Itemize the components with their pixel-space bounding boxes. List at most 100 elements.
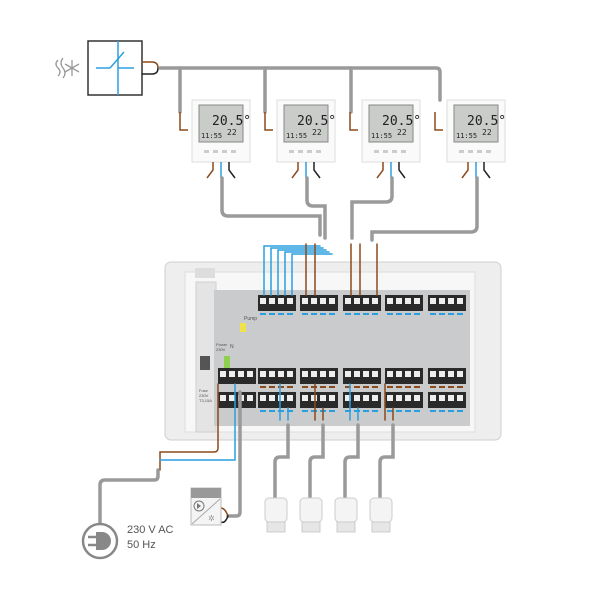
terminal-screw[interactable] bbox=[405, 298, 411, 304]
terminal-screw[interactable] bbox=[345, 395, 351, 401]
terminal-screw[interactable] bbox=[396, 395, 402, 401]
terminal-screw[interactable] bbox=[320, 371, 326, 377]
terminal-screw[interactable] bbox=[311, 371, 317, 377]
terminal-screw[interactable] bbox=[439, 298, 445, 304]
terminal-screw[interactable] bbox=[372, 298, 378, 304]
terminal-screw[interactable] bbox=[405, 371, 411, 377]
thermostat-setpoint: 22 bbox=[227, 128, 237, 137]
thermostat-button[interactable] bbox=[316, 150, 321, 153]
thermostat-button[interactable] bbox=[468, 150, 473, 153]
terminal-screw[interactable] bbox=[329, 395, 335, 401]
terminal-screw[interactable] bbox=[430, 298, 436, 304]
terminal-screw[interactable] bbox=[439, 395, 445, 401]
thermal-actuator bbox=[299, 497, 323, 533]
terminal-screw[interactable] bbox=[396, 371, 402, 377]
terminal-screw[interactable] bbox=[302, 395, 308, 401]
heat-cool-icon bbox=[55, 57, 80, 79]
terminal-screw[interactable] bbox=[430, 371, 436, 377]
terminal-screw[interactable] bbox=[287, 298, 293, 304]
terminal-screw[interactable] bbox=[269, 371, 275, 377]
terminal-screw[interactable] bbox=[311, 395, 317, 401]
terminal-screw[interactable] bbox=[345, 298, 351, 304]
terminal-screw[interactable] bbox=[278, 298, 284, 304]
terminal-screw[interactable] bbox=[278, 371, 284, 377]
terminal-screw[interactable] bbox=[448, 395, 454, 401]
terminal-screw[interactable] bbox=[238, 371, 244, 377]
thermostat-button[interactable] bbox=[222, 150, 227, 153]
wire bbox=[384, 383, 394, 421]
sensor-wire bbox=[277, 249, 327, 296]
terminal-screw[interactable] bbox=[354, 371, 360, 377]
thermostat-button[interactable] bbox=[204, 150, 209, 153]
terminal-screw[interactable] bbox=[457, 371, 463, 377]
terminal-screw[interactable] bbox=[329, 371, 335, 377]
terminal-screw[interactable] bbox=[269, 298, 275, 304]
terminal-screw[interactable] bbox=[320, 298, 326, 304]
terminal-screw[interactable] bbox=[354, 395, 360, 401]
terminal-screw[interactable] bbox=[448, 298, 454, 304]
thermostat-button[interactable] bbox=[374, 150, 379, 153]
fuse-label-text: Fuse bbox=[199, 388, 208, 393]
thermostat-button[interactable] bbox=[486, 150, 491, 153]
terminal-screw[interactable] bbox=[414, 371, 420, 377]
terminal-screw[interactable] bbox=[229, 395, 235, 401]
terminal-screw[interactable] bbox=[396, 298, 402, 304]
pump-module: ✲ bbox=[190, 487, 222, 526]
fuse-holder[interactable] bbox=[200, 356, 210, 370]
terminal-screw[interactable] bbox=[220, 395, 226, 401]
terminal-screw[interactable] bbox=[414, 298, 420, 304]
terminal-screw[interactable] bbox=[229, 371, 235, 377]
terminal-screw[interactable] bbox=[287, 371, 293, 377]
terminal-screw[interactable] bbox=[354, 298, 360, 304]
thermostat-button[interactable] bbox=[401, 150, 406, 153]
terminal-screw[interactable] bbox=[320, 395, 326, 401]
thermostat-button[interactable] bbox=[383, 150, 388, 153]
terminal-screw[interactable] bbox=[220, 371, 226, 377]
terminal-screw[interactable] bbox=[387, 298, 393, 304]
terminal-screw[interactable] bbox=[372, 371, 378, 377]
thermostat-button[interactable] bbox=[477, 150, 482, 153]
terminal-screw[interactable] bbox=[387, 395, 393, 401]
terminal-screw[interactable] bbox=[457, 298, 463, 304]
terminal-screw[interactable] bbox=[363, 298, 369, 304]
terminal-screw[interactable] bbox=[269, 395, 275, 401]
terminal-screw[interactable] bbox=[363, 395, 369, 401]
terminal-screw[interactable] bbox=[260, 395, 266, 401]
terminal-screw[interactable] bbox=[247, 371, 253, 377]
terminal-screw[interactable] bbox=[345, 371, 351, 377]
thermostat-time: 11:55 bbox=[201, 132, 222, 140]
terminal-screw[interactable] bbox=[260, 371, 266, 377]
terminal-screw[interactable] bbox=[439, 371, 445, 377]
terminal-screw[interactable] bbox=[329, 298, 335, 304]
terminal-screw[interactable] bbox=[405, 395, 411, 401]
terminal-screw[interactable] bbox=[278, 395, 284, 401]
terminal-screw[interactable] bbox=[260, 298, 266, 304]
terminal-screw[interactable] bbox=[302, 298, 308, 304]
thermostat-button[interactable] bbox=[392, 150, 397, 153]
terminal-screw[interactable] bbox=[414, 395, 420, 401]
thermostat-button[interactable] bbox=[459, 150, 464, 153]
terminal-screw[interactable] bbox=[247, 395, 253, 401]
thermostat-button[interactable] bbox=[298, 150, 303, 153]
terminal-screw[interactable] bbox=[387, 371, 393, 377]
thermostat-button[interactable] bbox=[307, 150, 312, 153]
terminal-screw[interactable] bbox=[302, 371, 308, 377]
terminal-screw[interactable] bbox=[372, 395, 378, 401]
actuator-cable bbox=[378, 423, 395, 500]
terminal-screw[interactable] bbox=[448, 371, 454, 377]
terminal-block bbox=[343, 295, 381, 315]
thermostat-time: 11:55 bbox=[371, 132, 392, 140]
thermostat-button[interactable] bbox=[231, 150, 236, 153]
thermostat-button[interactable] bbox=[213, 150, 218, 153]
terminal-screw[interactable] bbox=[363, 371, 369, 377]
terminal-screw[interactable] bbox=[430, 395, 436, 401]
thermostat-button[interactable] bbox=[289, 150, 294, 153]
terminal-screw[interactable] bbox=[287, 395, 293, 401]
terminal-screw[interactable] bbox=[311, 298, 317, 304]
terminal-screw[interactable] bbox=[457, 395, 463, 401]
